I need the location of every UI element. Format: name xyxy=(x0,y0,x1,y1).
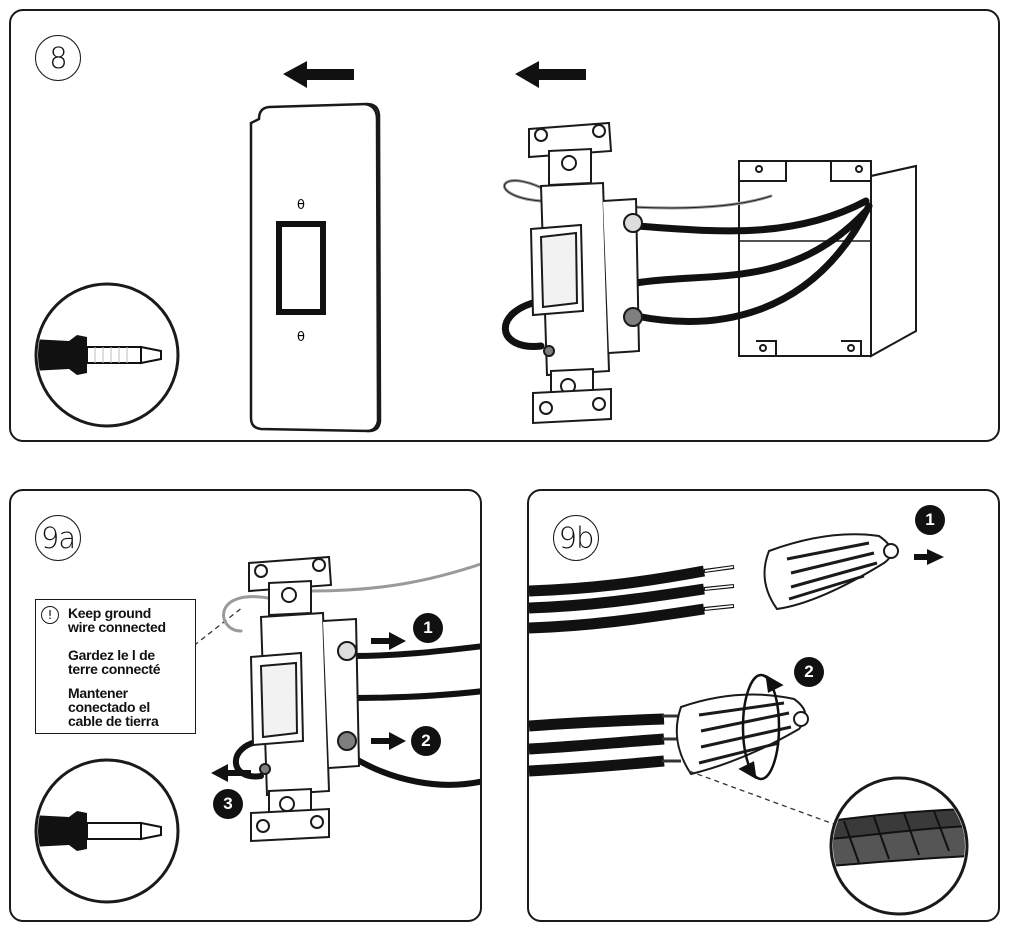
twisted-wire-magnifier xyxy=(829,776,969,916)
step-number-9a: 9a xyxy=(35,515,81,561)
note-french: Gardez le l de terre connecté xyxy=(68,647,161,677)
step-9b-illustration xyxy=(529,533,969,916)
arrow-left-icon xyxy=(283,61,586,88)
step-9a-illustration xyxy=(34,555,480,904)
exclamation-icon: ! xyxy=(41,606,59,624)
screwdriver-icon xyxy=(34,282,180,428)
arrow-left-icon xyxy=(914,549,944,565)
twisted-wires xyxy=(529,713,681,777)
svg-text:θ: θ xyxy=(297,198,305,213)
badge-step-1: 1 xyxy=(413,613,443,643)
ground-wire-note: ! Keep ground wire connected Gardez le l… xyxy=(35,599,196,734)
badge-step-3: 3 xyxy=(213,789,243,819)
badge-step-2: 2 xyxy=(794,657,824,687)
badge-step-2: 2 xyxy=(411,726,441,756)
step-8-panel: 8 θ θ xyxy=(9,9,1000,442)
electrical-box xyxy=(738,160,917,358)
step-number-9b: 9b xyxy=(553,515,599,561)
badge-step-1: 1 xyxy=(915,505,945,535)
rotate-arrows-icon xyxy=(738,673,784,781)
arrow-left-icon xyxy=(211,764,251,782)
step-number-8: 8 xyxy=(35,35,81,81)
arrow-right-icon xyxy=(371,632,406,750)
note-english: Keep ground wire connected xyxy=(68,605,166,635)
wires xyxy=(501,179,873,350)
step-9a-panel: 9a xyxy=(9,489,482,922)
stripped-wires xyxy=(529,565,735,634)
wire-nut-icon xyxy=(675,693,809,776)
step-9b-panel: 9b xyxy=(527,489,1000,922)
light-switch xyxy=(248,555,361,843)
wires xyxy=(222,562,480,788)
wall-plate: θ θ xyxy=(249,102,382,433)
light-switch xyxy=(528,121,643,425)
svg-text:θ: θ xyxy=(297,330,305,345)
note-spanish: Mantener conectado el cable de tierra xyxy=(68,685,159,729)
wire-nut-icon xyxy=(763,533,899,611)
screwdriver-icon xyxy=(34,758,180,904)
step-8-illustration: θ θ xyxy=(34,61,917,433)
